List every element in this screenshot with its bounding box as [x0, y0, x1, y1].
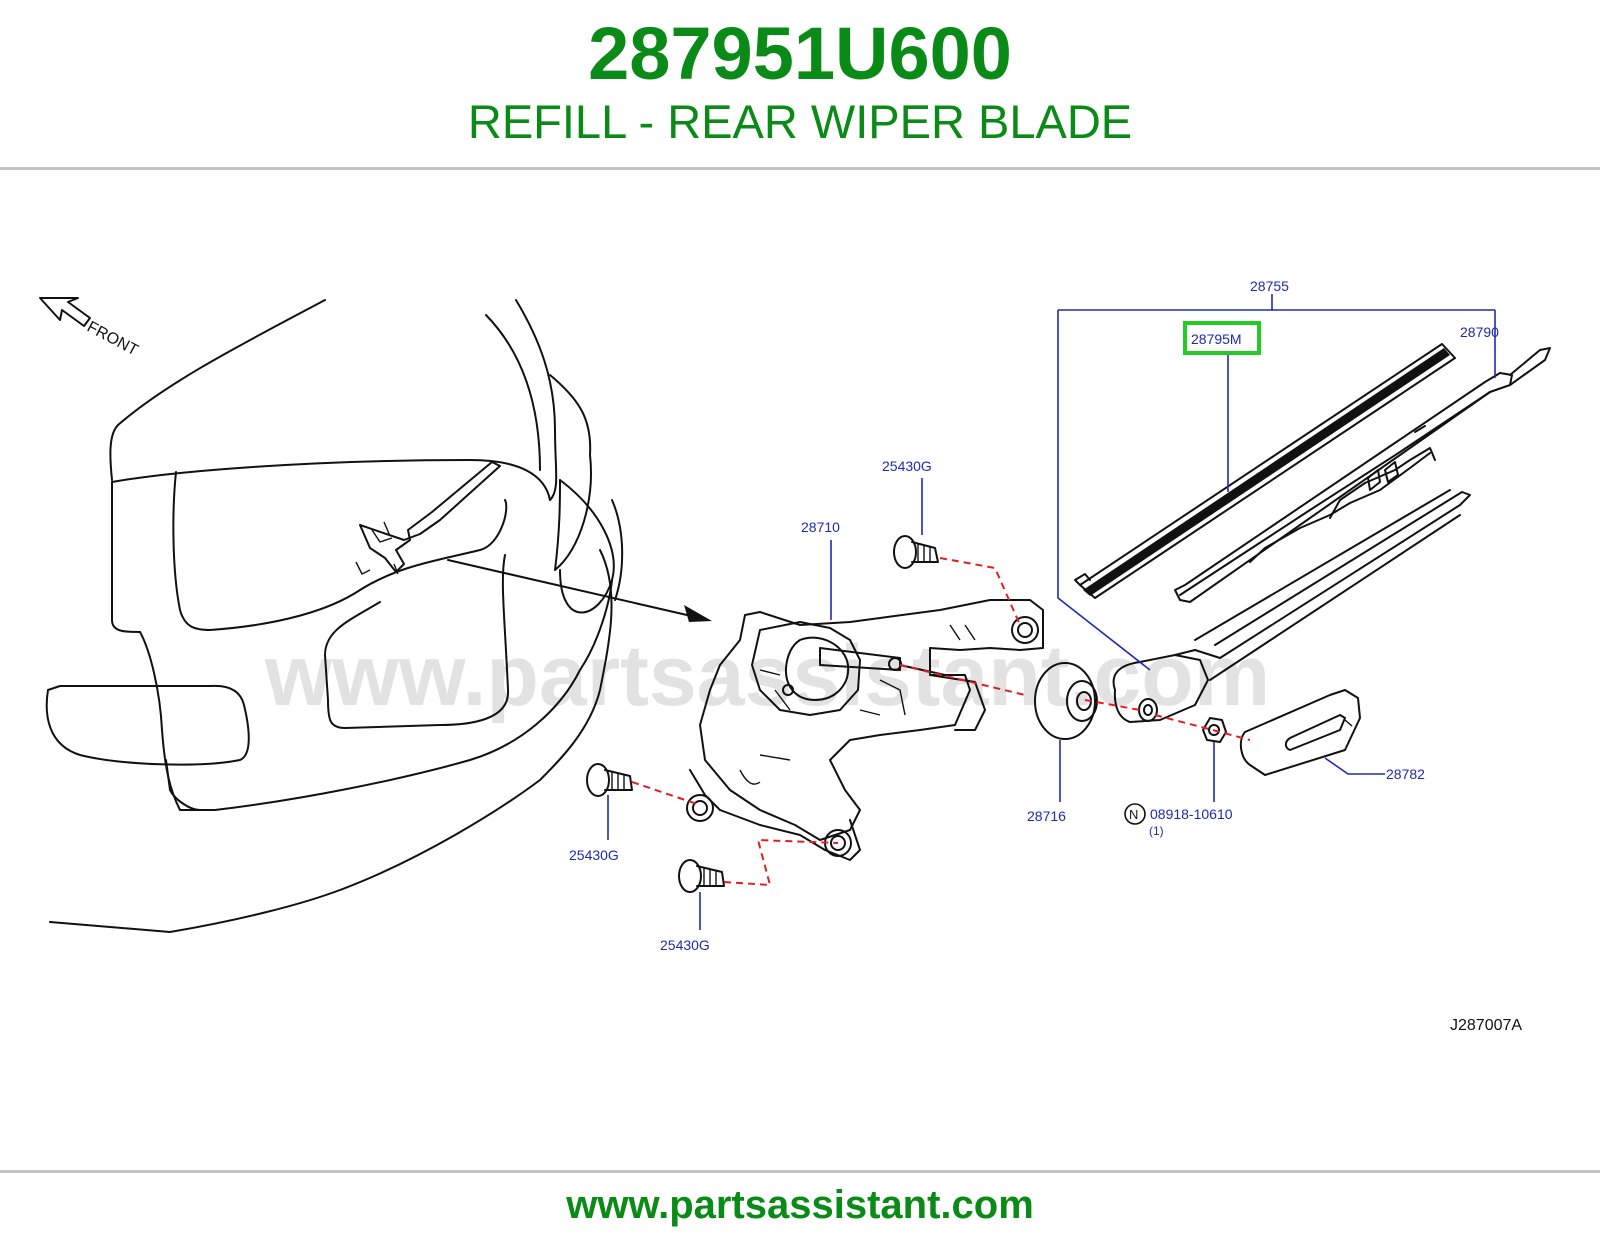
leader-lines: [607, 294, 1496, 930]
callout-28716[interactable]: 28716: [1027, 808, 1066, 824]
bolt-25430g-left: [586, 763, 633, 797]
callout-25430g-left[interactable]: 25430G: [569, 847, 619, 863]
front-arrow-icon: [39, 297, 91, 327]
callout-28782[interactable]: 28782: [1386, 766, 1425, 782]
parts-diagram: www.partsassistant.com FRONT: [39, 278, 1551, 1034]
bolt-25430g-bottom: [678, 859, 725, 893]
callout-08918-prefix: N: [1129, 807, 1138, 822]
cover-cap-28782: [1239, 689, 1361, 776]
wiper-motor-28710: [686, 599, 1044, 861]
alignment-dashes: [631, 557, 1251, 887]
vehicle-rear-outline: [45, 299, 624, 933]
part-description: REFILL - REAR WIPER BLADE: [467, 95, 1133, 148]
diagram-code: J287007A: [1450, 1017, 1522, 1034]
callout-28790[interactable]: 28790: [1460, 324, 1499, 340]
highlight-box-28795m: [1183, 321, 1261, 355]
callout-28755[interactable]: 28755: [1250, 278, 1289, 294]
callout-25430g-top[interactable]: 25430G: [882, 458, 932, 474]
wiper-blade-assembly: [1174, 347, 1551, 603]
callout-28710[interactable]: 28710: [801, 519, 840, 535]
front-label: FRONT: [84, 319, 141, 360]
refill-blade-28795m: [1074, 343, 1456, 599]
bolt-25430g-top: [893, 535, 939, 569]
footer-url-link[interactable]: www.partsassistant.com: [566, 1183, 1034, 1227]
pointer-arrow: [447, 559, 712, 622]
callout-25430g-bottom[interactable]: 25430G: [660, 937, 710, 953]
watermark-text: www.partsassistant.com: [264, 628, 1270, 724]
nut-08918: [1202, 717, 1227, 743]
page-header: 287951U600 REFILL - REAR WIPER BLADE: [0, 0, 1600, 168]
bushing-28716: [1034, 662, 1098, 740]
part-number-title: 287951U600: [588, 12, 1012, 95]
callout-08918-marker: [1124, 803, 1146, 825]
footer-divider: [0, 1170, 1600, 1173]
callout-28795m[interactable]: 28795M: [1191, 331, 1242, 347]
header-divider: [0, 167, 1600, 170]
callout-08918-10610[interactable]: 08918-10610: [1150, 806, 1233, 822]
callout-08918-qty: (1): [1149, 824, 1164, 838]
